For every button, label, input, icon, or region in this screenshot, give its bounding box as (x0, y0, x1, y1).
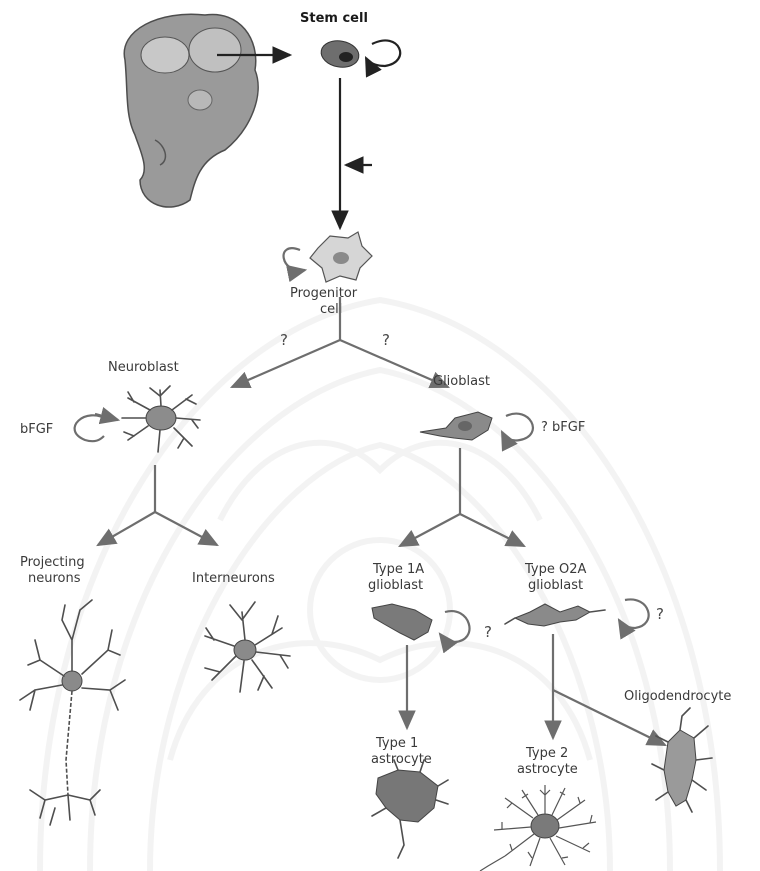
type1-astrocyte-label-line1: Type 1 (375, 736, 418, 751)
neuroblast-label: Neuroblast (108, 360, 179, 375)
type1a-label-line2: glioblast (368, 578, 423, 593)
progenitor-cell (310, 232, 372, 282)
glioblast-cell (420, 412, 492, 440)
question-mark-typeo2a: ? (656, 605, 664, 623)
progenitor-label-line1: Progenitor (290, 286, 358, 301)
type1-astrocyte-cell (372, 760, 448, 858)
projecting-label-line2: neurons (28, 571, 81, 586)
bfgf-right-label: ? bFGF (541, 420, 585, 435)
progenitor-self-renewal-arrow (284, 248, 305, 270)
typeo2a-label-line2: glioblast (528, 578, 583, 593)
neuroblast-loop-arrow (75, 415, 108, 441)
stem-cell (319, 38, 361, 70)
type1a-loop-arrow (440, 611, 469, 642)
projecting-label-line1: Projecting (20, 555, 85, 570)
stem-self-renewal-arrow (366, 40, 400, 66)
type2-astrocyte-label-line1: Type 2 (525, 746, 568, 761)
type1a-glioblast-cell (372, 604, 432, 640)
glioblast-label: Glioblast (433, 374, 490, 389)
to-type1a-arrow (400, 514, 460, 546)
type1a-label-line1: Type 1A (372, 562, 424, 577)
stem-cell-label: Stem cell (300, 11, 368, 26)
question-mark-left: ? (280, 331, 288, 349)
embryo-illustration (124, 14, 258, 207)
typeo2a-label-line1: Type O2A (524, 562, 586, 577)
question-mark-type1a: ? (484, 623, 492, 641)
typeo2a-glioblast-cell (505, 604, 605, 626)
to-glioblast-arrow (340, 340, 448, 387)
oligodendrocyte-label: Oligodendrocyte (624, 689, 731, 704)
interneurons-label: Interneurons (192, 571, 275, 586)
neuroblast-cell (122, 386, 200, 452)
type2-astrocyte-label-line2: astrocyte (517, 762, 578, 777)
question-mark-right: ? (382, 331, 390, 349)
bfgf-left-label: bFGF (20, 422, 53, 437)
to-projecting-arrow (98, 512, 155, 545)
type2-astrocyte-cell (480, 785, 596, 871)
glioblast-loop-arrow (502, 414, 533, 441)
